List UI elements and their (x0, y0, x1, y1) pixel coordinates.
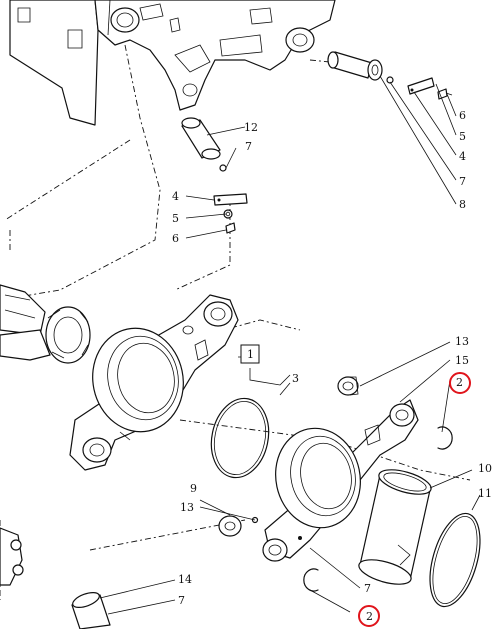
leader-lines (99, 75, 481, 615)
pin-assembly-middle (181, 117, 248, 234)
callout-15: 15 (455, 354, 469, 367)
callout-7: 7 (459, 175, 466, 188)
o-ring-3 (210, 397, 270, 479)
callout-5: 5 (172, 212, 179, 225)
callout-10: 10 (478, 462, 492, 475)
callout-6: 6 (459, 109, 466, 122)
sleeve-10 (358, 469, 432, 585)
callout-12: 12 (244, 121, 258, 134)
callout-9: 9 (190, 482, 197, 495)
swing-arm-lower (262, 399, 419, 562)
callout-box-1 (240, 344, 260, 364)
callout-2: 2 (456, 376, 463, 389)
highlight-circle-upper (449, 372, 471, 394)
bushing-13-upper (337, 376, 359, 396)
callout-4: 4 (172, 190, 179, 203)
axle-housing-upper (9, 0, 336, 126)
callout-7: 7 (245, 140, 252, 153)
pin-assembly-lower (0, 527, 111, 629)
callout-labels: 12 7 4 5 6 6 5 4 7 8 1 3 13 15 2 10 11 9… (172, 109, 492, 623)
callout-13: 13 (455, 335, 469, 348)
callout-8: 8 (459, 198, 466, 211)
callout-2: 2 (366, 610, 373, 623)
callout-6: 6 (172, 232, 179, 245)
pin-assembly-upper (327, 51, 453, 100)
bushing-13-lower (218, 515, 259, 537)
snap-ring-2-upper (437, 426, 453, 450)
drive-shaft (0, 284, 91, 364)
callout-3: 3 (292, 372, 299, 385)
callout-7: 7 (364, 582, 371, 595)
callout-7: 7 (178, 594, 185, 607)
callout-13: 13 (180, 501, 194, 514)
callout-11: 11 (478, 487, 492, 500)
callout-14: 14 (178, 573, 192, 586)
callout-1: 1 (247, 348, 254, 361)
callout-4: 4 (459, 150, 466, 163)
o-ring-11 (429, 512, 481, 608)
callout-5: 5 (459, 130, 466, 143)
snap-ring-2-lower (303, 568, 319, 592)
highlight-circle-lower (358, 605, 380, 627)
swing-arm-housing-1 (69, 294, 239, 471)
